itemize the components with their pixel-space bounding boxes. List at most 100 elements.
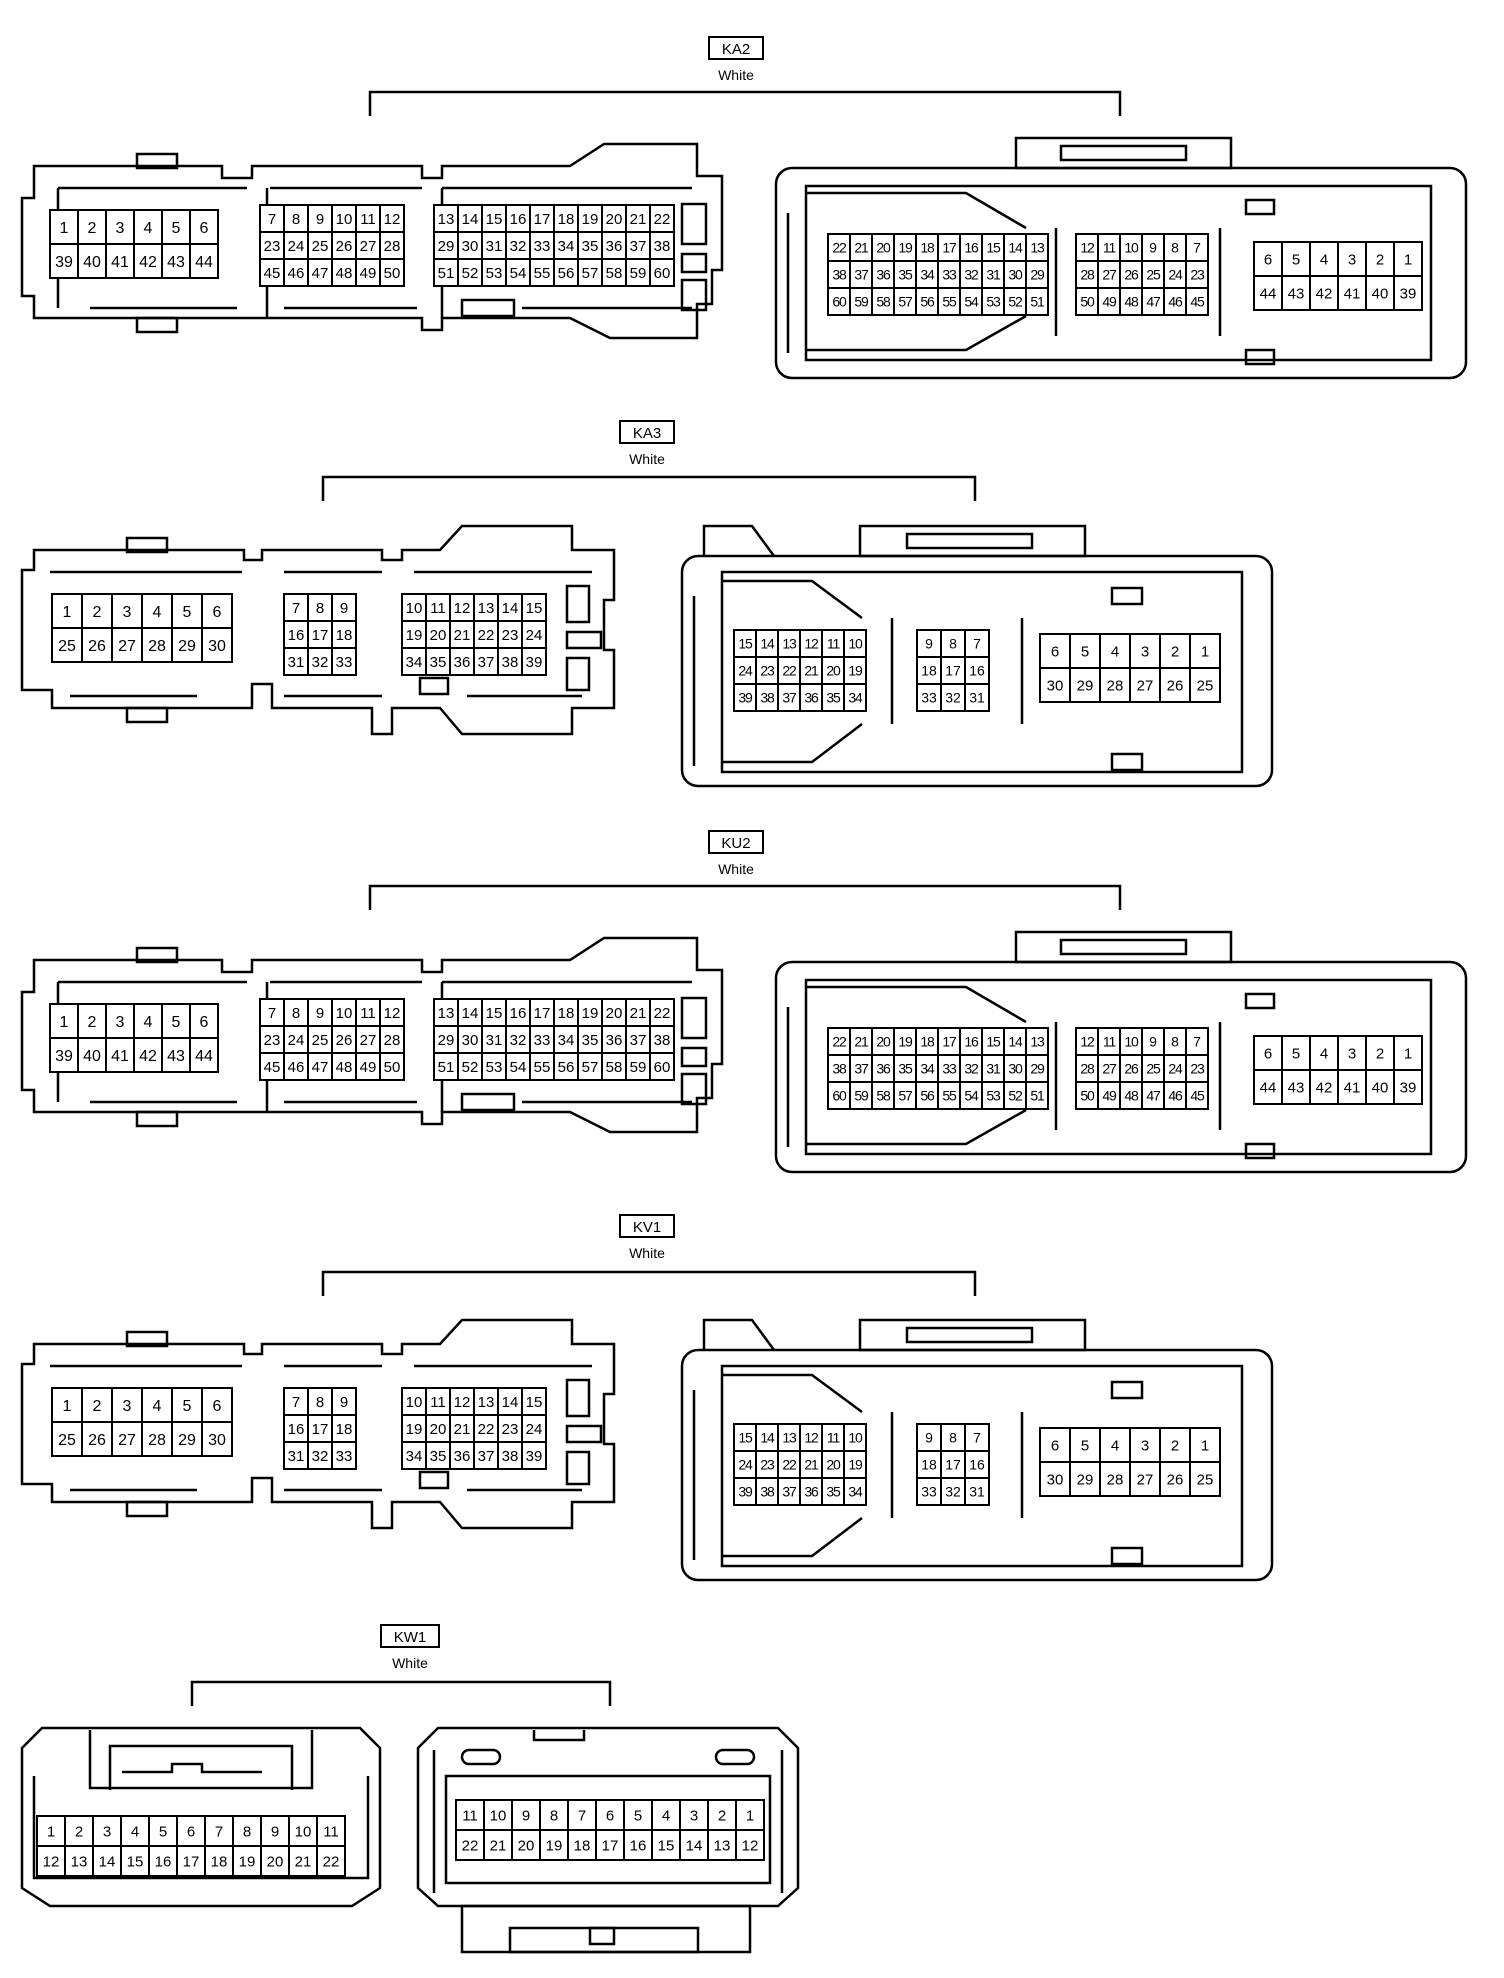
pin-number: 40	[83, 1048, 101, 1065]
housing-outline	[418, 1470, 450, 1490]
pin-cell	[601, 258, 627, 287]
pin-cell	[148, 1845, 178, 1877]
pin-number: 25	[1146, 267, 1161, 283]
housing-outline	[416, 1726, 800, 1908]
pin-number: 30	[208, 1432, 226, 1449]
pin-number: 17	[534, 1005, 551, 1022]
connector-code-kv1: KV1	[619, 1214, 675, 1238]
pin-number: 24	[526, 1421, 543, 1438]
pin-number: 17	[534, 211, 551, 228]
pin-number: 1	[1404, 1045, 1412, 1062]
pin-cell	[331, 620, 357, 649]
housing-outline	[1244, 198, 1276, 216]
pin-number: 40	[83, 254, 101, 271]
pin-number: 57	[898, 294, 913, 310]
pin-cell	[77, 1037, 107, 1073]
pin-number: 16	[510, 211, 527, 228]
pin-cell	[1069, 667, 1101, 703]
pin-number: 17	[312, 627, 329, 644]
pin-number: 32	[945, 690, 961, 706]
pin-number: 16	[964, 1034, 979, 1050]
pin-number: 22	[832, 240, 847, 256]
pin-number: 59	[854, 294, 869, 310]
pin-number: 26	[336, 1032, 353, 1049]
pin-number: 36	[454, 654, 471, 671]
pin-number: 44	[195, 1048, 213, 1065]
pin-number: 46	[1168, 294, 1183, 310]
pin-number: 27	[118, 1432, 136, 1449]
pin-number: 5	[1081, 643, 1089, 660]
pin-number: 35	[826, 690, 841, 706]
pin-number: 3	[116, 1014, 125, 1031]
pin-number: 31	[986, 1061, 1001, 1077]
pin-number: 2	[75, 1823, 83, 1840]
pin-number: 1	[63, 604, 72, 621]
pin-number: 9	[271, 1823, 279, 1840]
pin-number: 21	[804, 1457, 819, 1473]
pin-cell	[511, 1829, 541, 1861]
pin-number: 16	[155, 1853, 172, 1870]
pin-cell	[521, 1441, 547, 1470]
pin-number: 41	[111, 254, 129, 271]
pin-number: 6	[1051, 1437, 1059, 1454]
pin-number: 51	[438, 265, 455, 282]
pin-cell	[679, 1829, 709, 1861]
pin-cell	[1189, 1461, 1221, 1497]
pin-number: 14	[99, 1853, 116, 1870]
housing-outline	[125, 1500, 169, 1518]
pin-number: 1	[63, 1398, 72, 1415]
housing-outline	[722, 1373, 863, 1414]
pin-number: 49	[360, 265, 377, 282]
pin-number: 46	[1168, 1088, 1183, 1104]
pin-number: 4	[1111, 1437, 1119, 1454]
pin-number: 5	[172, 220, 181, 237]
housing-outline	[460, 298, 516, 318]
pin-number: 47	[1146, 1088, 1161, 1104]
pin-number: 10	[848, 636, 863, 652]
pin-number: 13	[714, 1837, 731, 1854]
pin-number: 54	[510, 265, 527, 282]
pin-number: 3	[690, 1807, 698, 1824]
housing-outline	[88, 1730, 314, 1790]
pin-number: 58	[606, 1059, 623, 1076]
pin-number: 38	[502, 654, 519, 671]
pin-number: 48	[336, 265, 353, 282]
pin-number: 33	[921, 690, 937, 706]
pin-number: 7	[578, 1807, 586, 1824]
pin-number: 50	[384, 265, 401, 282]
pin-number: 56	[558, 265, 575, 282]
pin-number: 11	[360, 1005, 376, 1022]
pin-cell	[259, 204, 285, 233]
pin-number: 55	[942, 294, 957, 310]
pin-number: 13	[478, 1394, 495, 1411]
pin-number: 20	[826, 663, 841, 679]
pin-cell	[481, 1052, 507, 1081]
pin-number: 11	[1103, 240, 1117, 256]
pin-number: 18	[574, 1837, 591, 1854]
housing-outline	[20, 1726, 382, 1908]
pin-cell	[497, 647, 523, 676]
pin-number: 14	[502, 1394, 519, 1411]
pin-cell	[331, 593, 357, 622]
pin-cell	[81, 593, 113, 629]
pin-number: 45	[1190, 1088, 1205, 1104]
housing-outline	[565, 1424, 603, 1444]
pin-number: 15	[986, 240, 1001, 256]
pin-number: 19	[582, 211, 599, 228]
pin-number: 2	[93, 1398, 102, 1415]
pin-number: 12	[454, 600, 471, 617]
pin-number: 14	[686, 1837, 703, 1854]
pin-number: 45	[1190, 294, 1205, 310]
pin-number: 7	[1193, 1034, 1201, 1050]
pin-number: 36	[876, 267, 891, 283]
pin-number: 29	[1077, 677, 1094, 694]
pin-number: 26	[1167, 677, 1184, 694]
pin-number: 9	[925, 636, 933, 652]
pin-number: 14	[1008, 1034, 1023, 1050]
pin-number: 19	[848, 1457, 863, 1473]
